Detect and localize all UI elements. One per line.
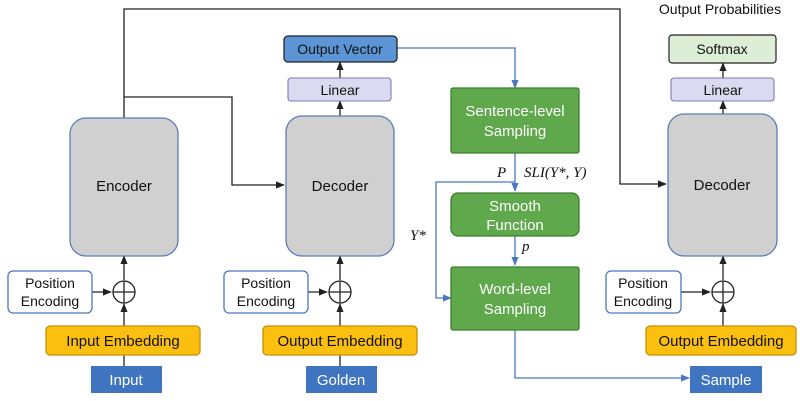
input-label: Input (109, 372, 143, 389)
output-vector-box: Output Vector (283, 35, 398, 63)
output-vector-label: Output Vector (297, 41, 383, 57)
linear-box: Linear (287, 77, 392, 102)
sentence-level-sampling-box: Sentence-level Sampling (450, 87, 580, 154)
linear-label: Linear (321, 82, 360, 98)
smooth-function-line1: Smooth (489, 198, 541, 215)
golden-label: Golden (317, 372, 365, 389)
sentence-level-line2: Sampling (484, 123, 547, 140)
encoder-block: Encoder (69, 117, 179, 257)
sentence-level-line1: Sentence-level (465, 103, 564, 120)
sentence-to-word-ystar-arrow (435, 181, 515, 302)
decoder-block-3: Decoder (667, 113, 778, 257)
output-vector-to-sentence-arrow (397, 47, 519, 89)
word-level-line2: Sampling (484, 301, 547, 318)
label-p: p (521, 239, 530, 255)
linear-3-label: Linear (704, 82, 743, 98)
encoder-label: Encoder (96, 178, 152, 195)
output-embedding-box: Output Embedding (262, 325, 418, 356)
output-embedding-box-3: Output Embedding (645, 325, 797, 356)
smooth-function-box: Smooth Function (450, 192, 580, 237)
softmax-box: Softmax (668, 34, 777, 64)
decoder-3-label: Decoder (694, 177, 751, 194)
position-encoding-line2: Encoding (21, 293, 79, 309)
add-node-3 (711, 280, 735, 304)
label-Ystar: Y* (410, 228, 426, 244)
softmax-label: Softmax (696, 41, 747, 57)
golden-box: Golden (306, 366, 377, 393)
position-encoding-box-2: Position Encoding (223, 270, 309, 314)
input-box: Input (91, 366, 162, 393)
encoder-to-output-decoder-connector (123, 8, 667, 188)
word-level-sampling-box: Word-level Sampling (450, 266, 580, 331)
decoder-block: Decoder (285, 115, 395, 257)
position-encoding-2-line1: Position (241, 275, 291, 291)
sample-label: Sample (701, 372, 752, 389)
smooth-function-line2: Function (486, 217, 544, 234)
output-embedding-label: Output Embedding (277, 333, 402, 350)
label-P: P (496, 165, 506, 181)
position-encoding-3-line1: Position (618, 275, 668, 291)
word-to-sample-arrow (514, 330, 690, 382)
linear-box-3: Linear (670, 77, 775, 102)
encoder-to-decoder-connector (123, 96, 285, 189)
decoder-label: Decoder (312, 178, 369, 195)
position-encoding-box-3: Position Encoding (605, 270, 682, 314)
label-SLI: SLI(Y*, Y) (524, 165, 587, 181)
add-node (112, 280, 136, 304)
position-encoding-2-line2: Encoding (237, 293, 295, 309)
output-probabilities-label: Output Probabilities (659, 1, 781, 17)
sample-box: Sample (690, 366, 762, 393)
position-encoding-box: Position Encoding (7, 270, 93, 314)
input-embedding-label: Input Embedding (66, 333, 179, 350)
position-encoding-line1: Position (25, 275, 75, 291)
output-embedding-3-label: Output Embedding (658, 333, 783, 350)
add-node-2 (328, 280, 352, 304)
word-level-line1: Word-level (479, 281, 550, 298)
input-embedding-box: Input Embedding (45, 325, 201, 356)
position-encoding-3-line2: Encoding (614, 293, 672, 309)
